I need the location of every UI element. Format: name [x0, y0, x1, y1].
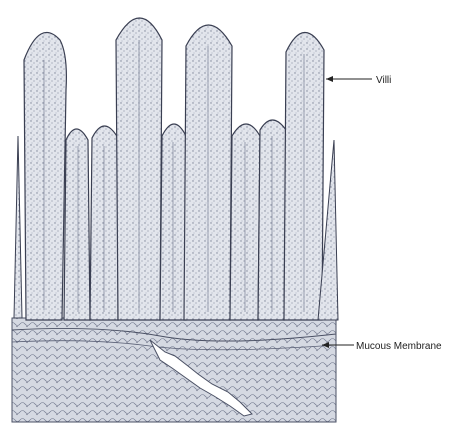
- villus-spike-left: [14, 136, 22, 318]
- villi-label: Villi: [376, 75, 391, 86]
- villus-2: [64, 129, 90, 320]
- villi-pointer-arrow: [326, 76, 333, 82]
- mucous-membrane-label: Mucous Membrane: [356, 341, 442, 352]
- villi-annotation: Villi: [326, 75, 391, 86]
- villus-1: [24, 32, 66, 320]
- villi-group: [14, 18, 338, 320]
- mucous-membrane-annotation: Mucous Membrane: [322, 341, 442, 352]
- mucous-membrane: [12, 318, 336, 422]
